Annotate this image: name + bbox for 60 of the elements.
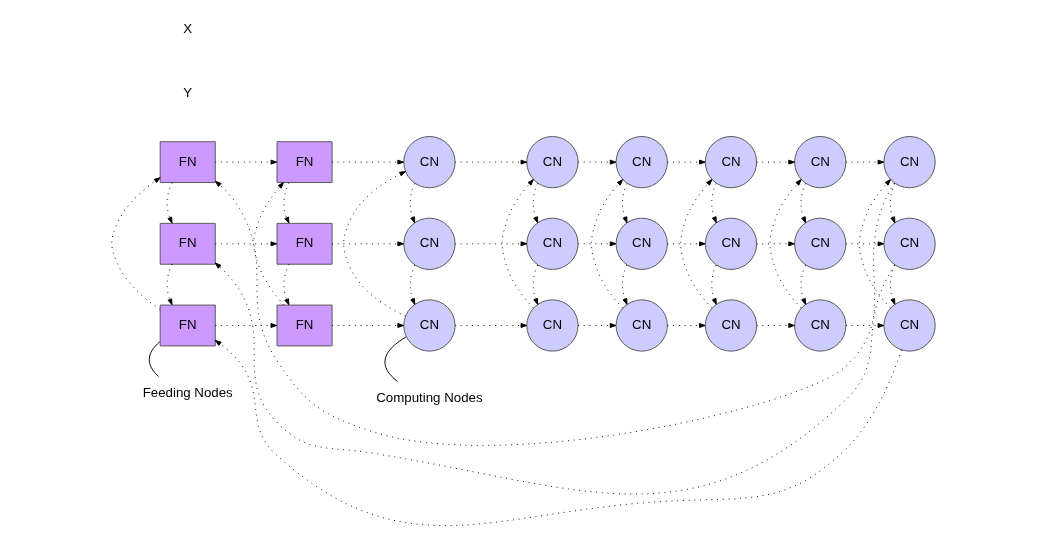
arrow [845,241,884,247]
arrow [532,264,538,305]
arrow [409,182,415,224]
arrow [454,323,527,328]
arrow [800,264,806,305]
arrow [755,323,795,328]
arrow [577,159,616,165]
arrow [845,159,884,165]
arrow [845,323,884,328]
arrow [214,323,277,328]
connector [383,336,407,382]
arrow [889,182,895,224]
arrow [252,182,284,306]
arrow [501,179,534,309]
arrow [679,179,712,309]
arrow [454,241,527,247]
arrow [166,263,173,306]
arrow [214,241,277,247]
node-box: FN [276,304,333,347]
arrow [331,159,404,165]
arrow [282,263,289,306]
node-box: FN [159,222,216,265]
arrow [454,159,527,165]
arrow [889,264,895,305]
node-box: FN [159,141,216,184]
label: Y [182,85,192,101]
arrow [666,241,706,247]
arrow [342,171,406,317]
arrow [282,182,289,224]
arrow [214,180,895,446]
arrow [577,241,616,247]
arrow [214,262,895,495]
arrow [214,340,902,526]
arrow [710,264,717,305]
node-text: Computing Nodes [375,390,483,406]
arrow [590,179,623,309]
arrow [621,182,627,224]
arrow [769,179,802,309]
arrow [666,323,706,328]
connector [148,341,160,377]
arrow [331,323,404,328]
arrow [858,179,891,309]
arrow [577,323,616,328]
arrow [755,241,795,247]
arrow [409,264,415,305]
node-circle: CN [402,136,456,189]
label: X [182,20,192,36]
node-text: Feeding Nodes [142,385,233,401]
node-box: FN [276,141,333,184]
arrow [755,159,795,165]
arrow [110,177,161,311]
arrow [800,182,806,224]
arrow [710,182,717,224]
arrow [621,264,627,305]
arrow [214,159,277,165]
node-box: FN [276,222,333,265]
node-box: FN [159,304,216,347]
arrow [331,241,404,247]
arrow [666,159,706,165]
arrow [532,182,538,224]
